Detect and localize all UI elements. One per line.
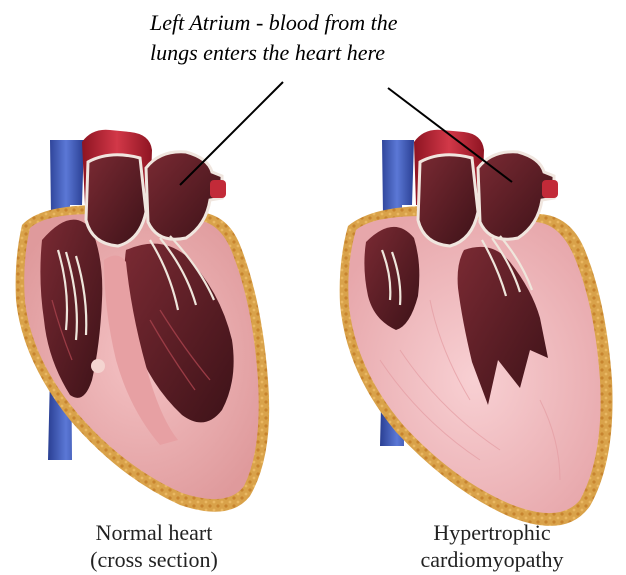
hypertrophic-heart-label-line-2: cardiomyopathy	[382, 546, 602, 573]
right-atrium-right	[418, 155, 478, 246]
normal-heart-label: Normal heart (cross section)	[44, 519, 264, 573]
annotation-line-2: lungs enters the heart here	[150, 38, 510, 68]
normal-heart-label-line-1: Normal heart	[44, 519, 264, 546]
pulmonary-vein-right	[542, 180, 558, 198]
pulmonary-vein-left	[210, 180, 226, 198]
annotation-line-1: Left Atrium - blood from the	[150, 8, 510, 38]
callout-line-left	[180, 82, 283, 185]
papillary-muscle-left	[91, 359, 105, 373]
hypertrophic-heart	[340, 130, 613, 526]
hypertrophic-heart-label-line-1: Hypertrophic	[382, 519, 602, 546]
normal-heart-label-line-2: (cross section)	[44, 546, 264, 573]
left-atrium-annotation: Left Atrium - blood from the lungs enter…	[150, 8, 510, 68]
right-atrium-left	[86, 155, 146, 246]
normal-heart	[16, 130, 270, 512]
hypertrophic-heart-label: Hypertrophic cardiomyopathy	[382, 519, 602, 573]
